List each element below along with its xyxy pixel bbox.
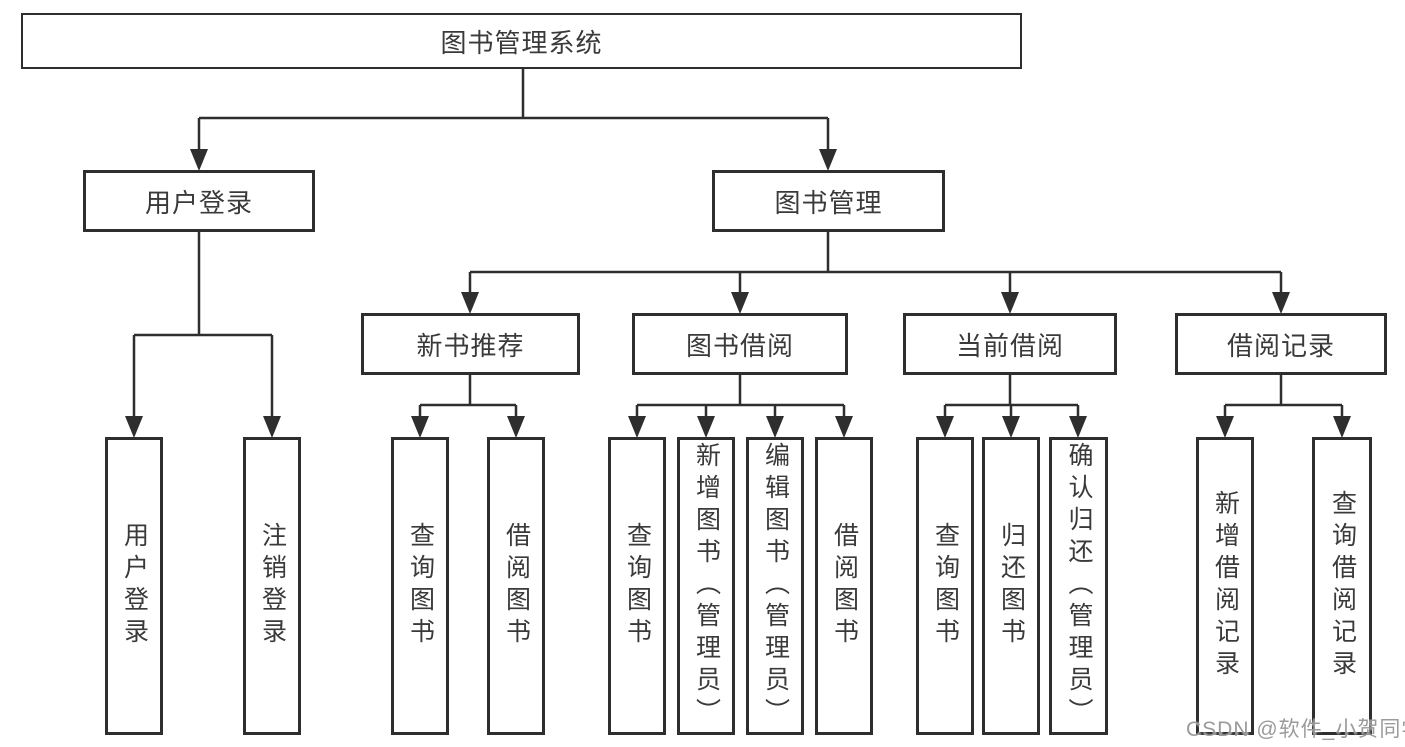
- leaf-borrow-books: 借阅图书: [815, 437, 873, 735]
- leaf-query-books-current: 查询图书: [916, 437, 974, 735]
- leaf-confirm-return-admin: 确认归还（管理员）: [1049, 437, 1108, 735]
- node-user-login-label: 用户登录: [144, 187, 253, 218]
- leaf-borrow-books-recommend: 借阅图书: [487, 437, 545, 735]
- node-current-borrow: 当前借阅: [903, 313, 1117, 375]
- node-new-book-recommend-label: 新书推荐: [416, 330, 525, 361]
- node-user-login: 用户登录: [83, 170, 315, 232]
- leaf-borrow-books-recommend-label: 借阅图书: [502, 522, 531, 650]
- leaf-add-books-admin-label: 新增图书（管理员）: [692, 442, 721, 730]
- node-root-system: 图书管理系统: [21, 13, 1022, 69]
- leaf-edit-books-admin-label: 编辑图书（管理员）: [761, 442, 790, 730]
- leaf-query-books-borrow: 查询图书: [608, 437, 666, 735]
- leaf-borrow-books-label: 借阅图书: [830, 522, 859, 650]
- node-borrow-records-label: 借阅记录: [1226, 330, 1335, 361]
- node-current-borrow-label: 当前借阅: [955, 330, 1064, 361]
- leaf-logout-label: 注销登录: [258, 522, 287, 650]
- leaf-add-borrow-record-label: 新增借阅记录: [1211, 490, 1240, 682]
- leaf-return-books: 归还图书: [982, 437, 1040, 735]
- leaf-query-books-recommend: 查询图书: [391, 437, 449, 735]
- node-borrow-records: 借阅记录: [1175, 313, 1387, 375]
- leaf-edit-books-admin: 编辑图书（管理员）: [746, 437, 804, 735]
- leaf-logout: 注销登录: [243, 437, 301, 735]
- node-book-management-label: 图书管理: [774, 187, 883, 218]
- node-new-book-recommend: 新书推荐: [361, 313, 580, 375]
- csdn-watermark: CSDN @软件_小贺同学: [1186, 718, 1405, 741]
- node-book-borrow-label: 图书借阅: [685, 330, 794, 361]
- leaf-user-login: 用户登录: [105, 437, 163, 735]
- leaf-user-login-label: 用户登录: [120, 522, 149, 650]
- leaf-query-books-recommend-label: 查询图书: [406, 522, 435, 650]
- arrowhead-icons: [125, 149, 1351, 438]
- leaf-return-books-label: 归还图书: [997, 522, 1026, 650]
- leaf-confirm-return-admin-label: 确认归还（管理员）: [1065, 442, 1093, 730]
- leaf-query-books-current-label: 查询图书: [931, 522, 960, 650]
- leaf-query-borrow-record: 查询借阅记录: [1312, 437, 1372, 735]
- leaf-add-books-admin: 新增图书（管理员）: [677, 437, 735, 735]
- leaf-add-borrow-record: 新增借阅记录: [1196, 437, 1254, 735]
- leaf-query-borrow-record-label: 查询借阅记录: [1328, 490, 1357, 682]
- node-root-system-label: 图书管理系统: [440, 27, 603, 58]
- node-book-borrow: 图书借阅: [632, 313, 848, 375]
- leaf-query-books-borrow-label: 查询图书: [623, 522, 652, 650]
- node-book-management: 图书管理: [712, 170, 945, 232]
